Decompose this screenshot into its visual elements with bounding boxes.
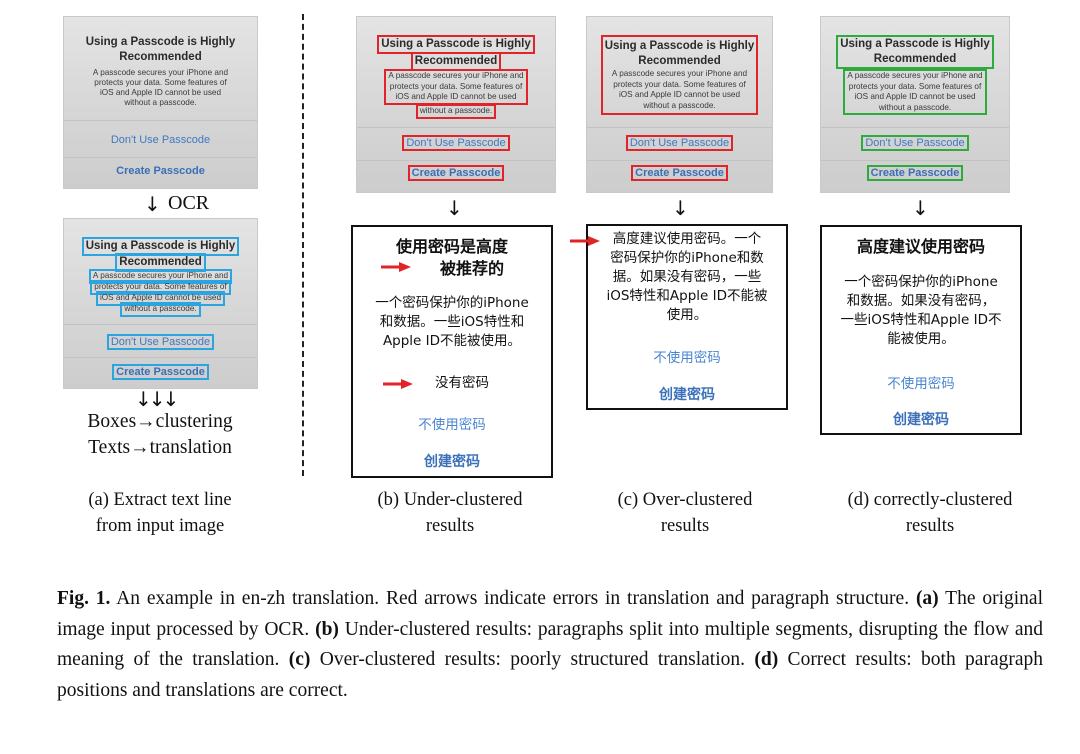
b-box-create: Create Passcode bbox=[408, 165, 505, 181]
triple-down-arrows: ↓↓↓ bbox=[135, 389, 176, 409]
arrow-d: ↓ bbox=[912, 198, 929, 218]
dialog-body-4: without a passcode. bbox=[64, 98, 257, 109]
d-body-2: 和数据。如果没有密码， bbox=[822, 292, 1020, 310]
b-title-1: 使用密码是高度 bbox=[353, 233, 551, 257]
ocr-boxes-screenshot: Using a Passcode is Highly Recommended A… bbox=[63, 218, 258, 389]
texts-translation-text: Texts→translation bbox=[60, 435, 260, 461]
ocr-label: OCR bbox=[168, 192, 209, 215]
b-box-body-4: without a passcode. bbox=[416, 104, 496, 119]
ocr-box-body-4: without a passcode. bbox=[120, 302, 200, 317]
dialog-title-line1: Using a Passcode is Highly bbox=[64, 35, 257, 50]
c-body-5: 使用。 bbox=[588, 306, 786, 324]
translation-correctly-clustered: 高度建议使用密码 一个密码保护你的iPhone 和数据。如果没有密码， 一些iO… bbox=[820, 225, 1022, 435]
translation-under-clustered: 使用密码是高度 被推荐的 一个密码保护你的iPhone 和数据。一些iOS特性和… bbox=[351, 225, 553, 478]
boxes-clustering-text: Boxes→clustering bbox=[60, 409, 260, 435]
d-create: 创建密码 bbox=[822, 409, 1020, 429]
d-box-create: Create Passcode bbox=[867, 165, 964, 181]
c-body-3: 据。如果没有密码，一些 bbox=[588, 268, 786, 286]
vertical-divider bbox=[302, 14, 304, 476]
screenshot-over-clustered: Using a Passcode is Highly Recommended A… bbox=[586, 16, 773, 193]
dialog-title-line2: Recommended bbox=[64, 50, 257, 65]
c-body-4: iOS特性和Apple ID不能被 bbox=[588, 287, 786, 305]
figure-caption: Fig. 1. An example in en-zh translation.… bbox=[57, 584, 1043, 706]
ocr-down-arrow: ↓ bbox=[144, 194, 161, 214]
c-create: 创建密码 bbox=[588, 384, 786, 404]
dont-use-passcode-button: Don't Use Passcode bbox=[64, 134, 257, 146]
screenshot-under-clustered: Using a Passcode is Highly Recommended A… bbox=[356, 16, 556, 193]
b-box-dont-use: Don't Use Passcode bbox=[402, 135, 509, 151]
d-box-dont-use: Don't Use Passcode bbox=[861, 135, 968, 151]
d-dont-use: 不使用密码 bbox=[822, 372, 1020, 392]
d-title: 高度建议使用密码 bbox=[822, 233, 1020, 257]
b-create: 创建密码 bbox=[353, 451, 551, 471]
create-passcode-button: Create Passcode bbox=[64, 165, 257, 177]
c-box-create: Create Passcode bbox=[631, 165, 728, 181]
c-box-all: Using a Passcode is Highly Recommended A… bbox=[587, 35, 772, 115]
b-stray-text: 没有密码 bbox=[373, 374, 551, 392]
d-body-4: 能被使用。 bbox=[822, 330, 1020, 348]
b-body-3: Apple ID不能被使用。 bbox=[353, 332, 551, 350]
ocr-box-create: Create Passcode bbox=[112, 364, 209, 380]
d-body-1: 一个密码保护你的iPhone bbox=[822, 273, 1020, 291]
arrow-b: ↓ bbox=[446, 198, 463, 218]
arrow-c: ↓ bbox=[672, 198, 689, 218]
c-body-1: 高度建议使用密码。一个 bbox=[588, 230, 786, 248]
c-box-dont-use: Don't Use Passcode bbox=[626, 135, 733, 151]
dialog-body-1: A passcode secures your iPhone and bbox=[64, 68, 257, 79]
input-screenshot-original: Using a Passcode is Highly Recommended A… bbox=[63, 16, 258, 189]
c-body-2: 密码保护你的iPhone和数 bbox=[588, 249, 786, 267]
dialog-body-2: protects your data. Some features of bbox=[64, 78, 257, 89]
b-body-1: 一个密码保护你的iPhone bbox=[353, 294, 551, 312]
dialog-body-3: iOS and Apple ID cannot be used bbox=[64, 88, 257, 99]
ocr-box-dont-use: Don't Use Passcode bbox=[107, 334, 214, 350]
d-body-3: 一些iOS特性和Apple ID不 bbox=[822, 311, 1020, 329]
c-dont-use: 不使用密码 bbox=[588, 346, 786, 366]
translation-over-clustered: 高度建议使用密码。一个 密码保护你的iPhone和数 据。如果没有密码，一些 i… bbox=[586, 224, 788, 410]
b-body-2: 和数据。一些iOS特性和 bbox=[353, 313, 551, 331]
b-title-2: 被推荐的 bbox=[393, 255, 551, 279]
b-dont-use: 不使用密码 bbox=[353, 413, 551, 433]
